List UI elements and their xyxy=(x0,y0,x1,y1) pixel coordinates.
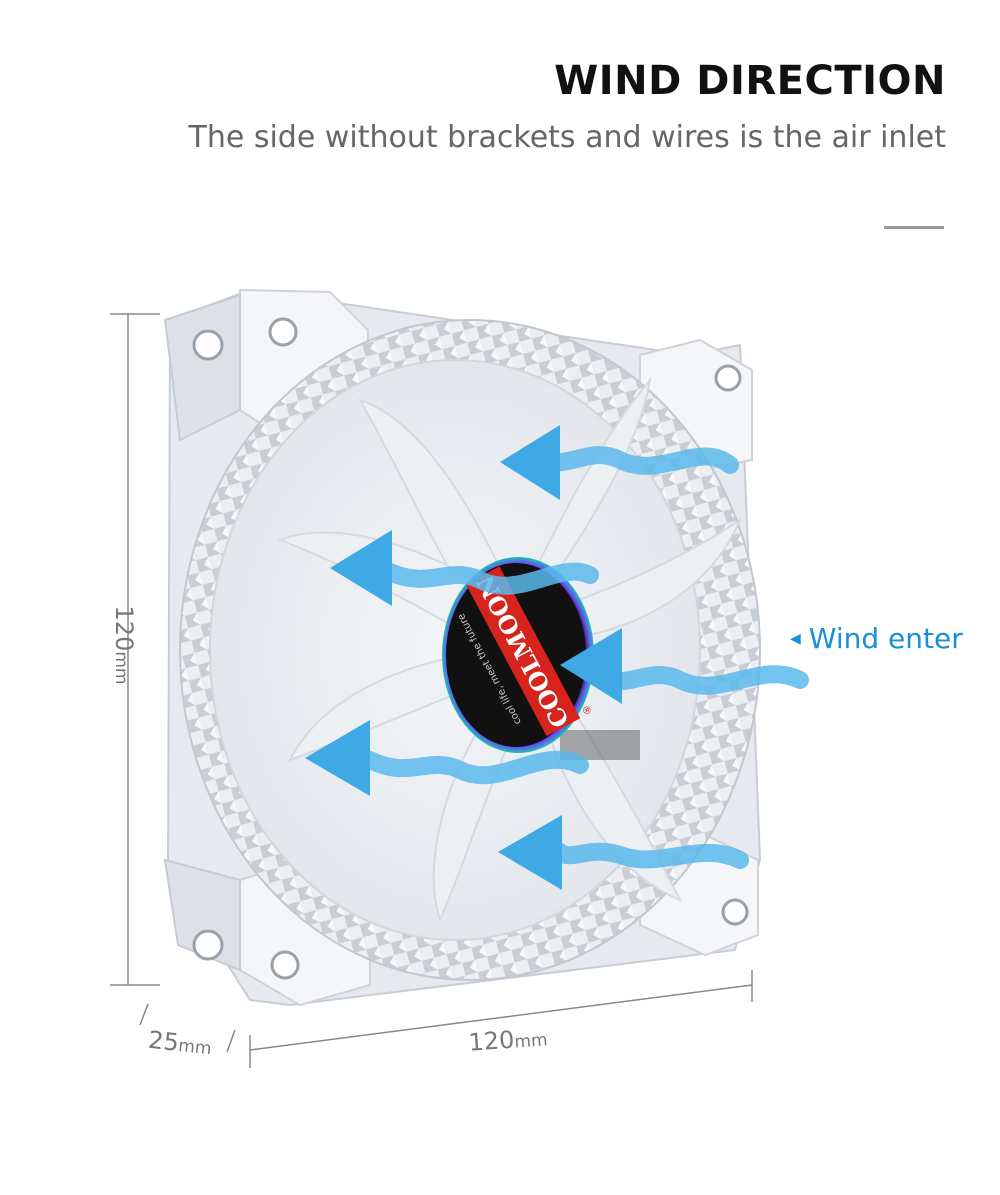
airflow-arrowheads xyxy=(305,425,622,890)
airflow-arrows xyxy=(361,446,809,869)
page-title: WIND DIRECTION xyxy=(554,58,946,104)
depth-value: 25 xyxy=(146,1025,181,1057)
depth-unit: mm xyxy=(177,1035,213,1060)
page-subtitle: The side without brackets and wires is t… xyxy=(188,120,947,155)
height-dimension: 120mm xyxy=(110,606,138,685)
wind-enter-text: Wind enter xyxy=(808,622,963,655)
registered-mark: ® xyxy=(579,704,593,718)
triangle-left-icon: ◀ xyxy=(790,630,801,647)
width-unit: mm xyxy=(513,1030,549,1053)
width-value: 120 xyxy=(467,1025,516,1057)
wind-enter-label: ◀ Wind enter xyxy=(790,622,963,655)
dimension-lines xyxy=(110,313,753,1068)
height-unit: mm xyxy=(111,651,131,685)
height-value: 120 xyxy=(110,605,138,652)
fan-hub: COOLMOON cool life, meet the future ® xyxy=(442,557,640,760)
accent-divider xyxy=(884,226,944,229)
width-dimension: 120mm xyxy=(467,1023,549,1057)
